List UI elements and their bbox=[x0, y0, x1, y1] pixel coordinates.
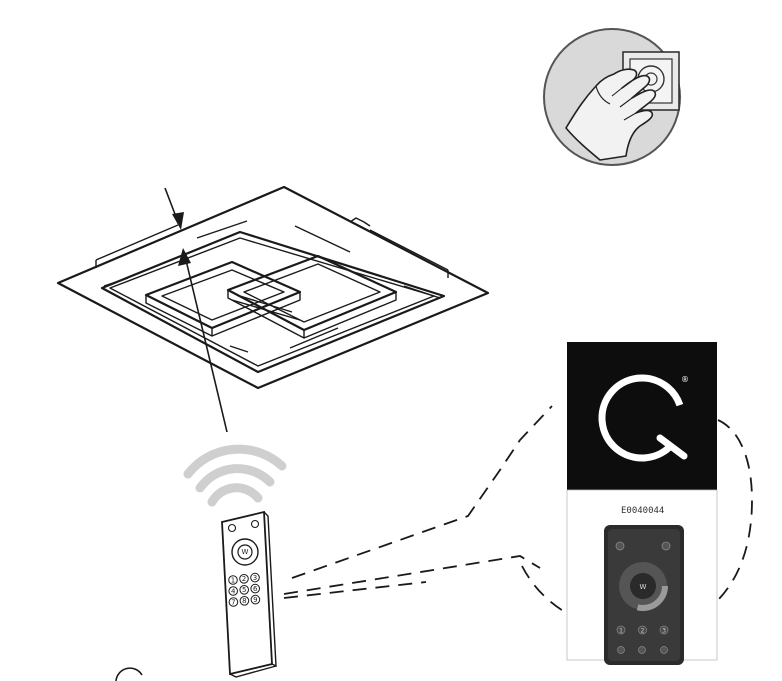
brand-logo-icon bbox=[598, 374, 688, 462]
remote-key-label: 2 bbox=[242, 575, 246, 583]
remote-key-label: 1 bbox=[231, 576, 235, 584]
product-card: ® E0040044 W 1 2 3 bbox=[566, 342, 718, 665]
remote-key bbox=[250, 583, 260, 594]
remote-center-label: W bbox=[242, 548, 249, 556]
remote-photo-key bbox=[659, 625, 669, 635]
remote-key bbox=[228, 597, 239, 607]
remote-key bbox=[228, 586, 238, 596]
remote-key bbox=[239, 585, 249, 595]
remote-photo-keypad: 1 2 3 bbox=[616, 625, 669, 635]
signal-arrows bbox=[164, 187, 228, 433]
remote-key bbox=[250, 594, 261, 605]
remote-key-label: 4 bbox=[231, 587, 236, 595]
zoom-connector-lines bbox=[283, 405, 753, 615]
remote-photo-key bbox=[638, 625, 647, 635]
remote-key-label: 3 bbox=[253, 574, 257, 582]
partial-circle-mark bbox=[115, 667, 143, 681]
registered-mark: ® bbox=[681, 375, 689, 384]
wall-switch-illustration bbox=[543, 28, 681, 166]
remote-photo-key-label: 3 bbox=[662, 627, 666, 634]
remote-photo-key bbox=[616, 625, 626, 635]
remote-key-label: 9 bbox=[253, 596, 257, 604]
remote-photo-center-label: W bbox=[640, 583, 647, 591]
brand-logo-panel bbox=[567, 342, 717, 490]
signal-waves-icon bbox=[183, 444, 287, 507]
remote-key-label: 6 bbox=[253, 585, 258, 593]
remote-key-label: 7 bbox=[231, 598, 235, 606]
remote-key bbox=[228, 575, 238, 585]
remote-key-label: 8 bbox=[242, 597, 246, 605]
remote-key bbox=[250, 572, 260, 583]
article-code: E0040044 bbox=[621, 506, 664, 516]
remote-photo-key-label: 2 bbox=[641, 627, 645, 634]
remote-key bbox=[239, 574, 249, 584]
remote-key bbox=[239, 596, 250, 606]
remote-key-label: 5 bbox=[242, 586, 246, 594]
ceiling-lamp-illustration bbox=[56, 185, 490, 390]
remote-photo: W 1 2 3 bbox=[604, 525, 684, 665]
remote-photo-key-label: 1 bbox=[619, 627, 623, 634]
